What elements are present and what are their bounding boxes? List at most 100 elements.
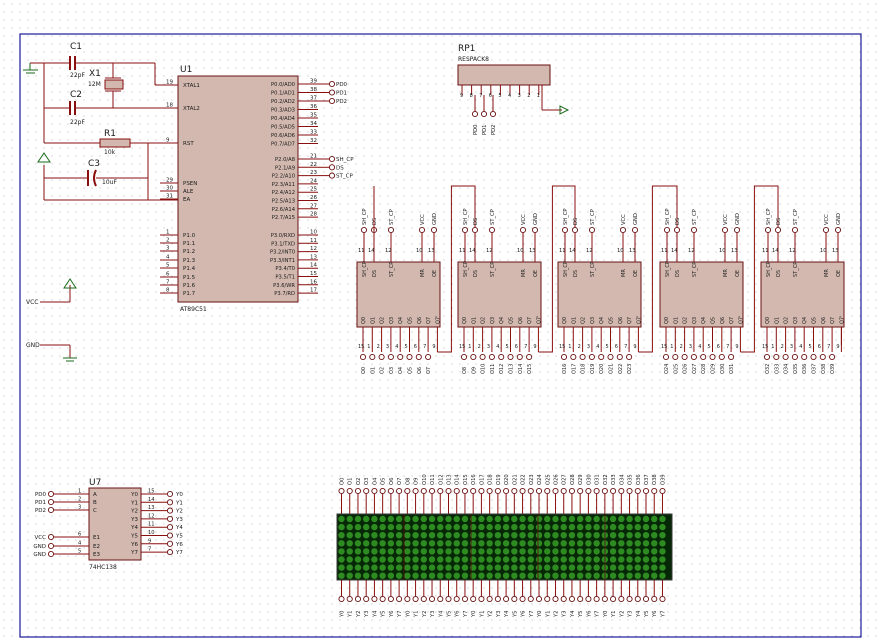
sr-output-terminal[interactable] — [728, 353, 735, 361]
sr-top-terminal[interactable] — [631, 226, 639, 234]
matrix-column-terminal[interactable] — [642, 487, 650, 495]
u7-output-terminal[interactable] — [166, 524, 174, 531]
decoder-u7[interactable]: U7 74HC138 PD01APD12BPD23CVCC6E1GND4E2GN… — [33, 478, 183, 571]
u7-input-terminal[interactable] — [47, 506, 55, 514]
matrix-row-terminal[interactable] — [593, 595, 600, 603]
sr-top-terminal[interactable] — [387, 226, 395, 234]
sr-top-terminal[interactable] — [471, 226, 479, 234]
matrix-row-terminal[interactable] — [651, 595, 658, 603]
matrix-row-terminal[interactable] — [354, 595, 362, 603]
matrix-column-terminal[interactable] — [437, 487, 444, 495]
sr-output-terminal[interactable] — [598, 353, 605, 361]
matrix-column-terminal[interactable] — [396, 487, 403, 495]
sr-output-terminal[interactable] — [801, 353, 808, 361]
matrix-row-terminal[interactable] — [585, 595, 592, 603]
sr-top-terminal[interactable] — [690, 226, 698, 234]
matrix-row-terminal[interactable] — [461, 595, 469, 603]
matrix-row-terminal[interactable] — [577, 595, 584, 603]
sr-top-terminal[interactable] — [663, 226, 671, 234]
matrix-row-terminal[interactable] — [338, 595, 345, 603]
sr-output-terminal[interactable] — [718, 353, 725, 361]
sr-top-terminal[interactable] — [418, 226, 426, 234]
matrix-column-terminal[interactable] — [601, 487, 608, 495]
matrix-row-terminal[interactable] — [494, 595, 501, 603]
sr-output-terminal[interactable] — [700, 353, 707, 361]
matrix-row-terminal[interactable] — [428, 595, 436, 603]
u7-input-terminal[interactable] — [47, 490, 55, 498]
matrix-row-terminal[interactable] — [634, 595, 641, 603]
matrix-column-terminal[interactable] — [610, 487, 617, 495]
matrix-row-terminal[interactable] — [626, 595, 633, 603]
sr-output-terminal[interactable] — [359, 353, 367, 361]
sr-top-terminal[interactable] — [764, 226, 772, 234]
matrix-column-terminal[interactable] — [445, 487, 452, 495]
matrix-row-terminal[interactable] — [437, 595, 444, 603]
matrix-column-terminal[interactable] — [494, 487, 501, 495]
matrix-row-terminal[interactable] — [470, 595, 477, 603]
sr-output-terminal[interactable] — [369, 353, 376, 361]
matrix-column-terminal[interactable] — [404, 487, 411, 495]
net-terminal[interactable] — [328, 89, 336, 96]
matrix-row-terminal[interactable] — [519, 595, 526, 603]
matrix-row-terminal[interactable] — [527, 595, 534, 603]
matrix-column-terminal[interactable] — [503, 487, 510, 495]
u7-output-terminal[interactable] — [166, 507, 174, 514]
sr-output-terminal[interactable] — [810, 353, 817, 361]
sr-top-terminal[interactable] — [774, 226, 782, 234]
sr-output-terminal[interactable] — [681, 353, 688, 361]
matrix-row-terminal[interactable] — [486, 595, 493, 603]
rp1-net-terminal[interactable] — [471, 110, 479, 118]
sr-output-terminal[interactable] — [415, 353, 422, 361]
sr-top-terminal[interactable] — [588, 226, 596, 234]
sr-output-terminal[interactable] — [498, 353, 505, 361]
u7-enable-terminal[interactable] — [47, 550, 55, 558]
matrix-column-terminal[interactable] — [428, 487, 436, 495]
sr-top-terminal[interactable] — [571, 226, 579, 234]
u7-output-terminal[interactable] — [166, 540, 174, 547]
matrix-column-terminal[interactable] — [527, 487, 534, 495]
sr-top-terminal[interactable] — [531, 226, 539, 234]
matrix-row-terminal[interactable] — [642, 595, 650, 603]
sr-top-terminal[interactable] — [822, 226, 830, 234]
matrix-column-terminal[interactable] — [659, 487, 666, 495]
sr-output-terminal[interactable] — [526, 353, 533, 361]
sr-top-terminal[interactable] — [834, 226, 842, 234]
sr-output-terminal[interactable] — [690, 353, 697, 361]
matrix-row-terminal[interactable] — [363, 595, 370, 603]
sr-output-terminal[interactable] — [763, 353, 771, 361]
u7-output-terminal[interactable] — [166, 549, 174, 556]
sr-output-terminal[interactable] — [460, 353, 468, 361]
matrix-column-terminal[interactable] — [412, 487, 419, 495]
sr-output-terminal[interactable] — [616, 353, 623, 361]
sr-output-terminal[interactable] — [626, 353, 633, 361]
matrix-column-terminal[interactable] — [634, 487, 641, 495]
sr-top-terminal[interactable] — [791, 226, 799, 234]
sr-top-terminal[interactable] — [519, 226, 527, 234]
matrix-row-terminal[interactable] — [379, 595, 386, 603]
matrix-column-terminal[interactable] — [535, 487, 543, 495]
matrix-row-terminal[interactable] — [552, 595, 559, 603]
rp1-net-terminal[interactable] — [480, 110, 488, 118]
u7-output-terminal[interactable] — [166, 532, 174, 539]
sr-top-terminal[interactable] — [488, 226, 496, 234]
u7-enable-terminal[interactable] — [47, 542, 55, 550]
matrix-column-terminal[interactable] — [363, 487, 370, 495]
sr-output-terminal[interactable] — [488, 353, 495, 361]
u7-enable-terminal[interactable] — [47, 533, 55, 541]
sr-output-terminal[interactable] — [570, 353, 577, 361]
matrix-column-terminal[interactable] — [371, 487, 378, 495]
matrix-row-terminal[interactable] — [659, 595, 666, 603]
matrix-row-terminal[interactable] — [478, 595, 485, 603]
matrix-row-terminal[interactable] — [387, 595, 394, 603]
sr-output-terminal[interactable] — [588, 353, 595, 361]
matrix-column-terminal[interactable] — [544, 487, 551, 495]
matrix-column-terminal[interactable] — [354, 487, 362, 495]
sr-output-terminal[interactable] — [579, 353, 586, 361]
matrix-column-terminal[interactable] — [626, 487, 633, 495]
matrix-row-terminal[interactable] — [404, 595, 411, 603]
sr-top-terminal[interactable] — [360, 226, 368, 234]
u7-input-terminal[interactable] — [47, 498, 55, 506]
sr-top-terminal[interactable] — [733, 226, 741, 234]
